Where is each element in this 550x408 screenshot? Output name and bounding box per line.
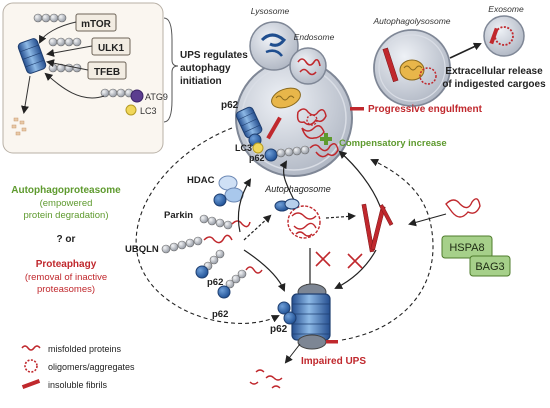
endosome xyxy=(289,47,327,85)
insoluble-fibrils xyxy=(361,203,394,253)
legend-misfolded-swatch xyxy=(21,345,41,351)
legend-oligomer-label: oligomers/aggregates xyxy=(48,362,135,372)
proteasome-p62-spheres xyxy=(277,301,297,325)
release-arrow xyxy=(449,42,482,59)
legend-oligomer-swatch xyxy=(24,359,38,373)
proteaphagy-desc-2: proteasomes) xyxy=(37,284,95,295)
lc3-sphere-inset xyxy=(125,104,137,116)
engulfment-minus-icon xyxy=(350,107,364,111)
mtor-box: mTOR xyxy=(75,13,117,32)
lysosome-label: Lysosome xyxy=(251,6,290,16)
peptide-fragments xyxy=(11,117,27,136)
atg9-sphere xyxy=(130,89,144,103)
parkin-substrate xyxy=(231,220,251,228)
autophagosome-cargo xyxy=(266,87,327,140)
misfolded-cargo xyxy=(309,143,339,158)
autophagoproteasome-desc-1: (empowered xyxy=(40,198,93,209)
proteaphagy-desc-1: (removal of inactive xyxy=(25,272,107,283)
engulfment-label: Progressive engulfment xyxy=(368,104,483,115)
ubqln-ubiquitin-chain xyxy=(161,236,203,254)
dashed-cycle-arrows xyxy=(135,127,434,341)
extracellular-release-caption: Extracellular release of indigested carg… xyxy=(442,66,546,90)
compensatory-plus-icon xyxy=(320,133,332,145)
degradation-arrow xyxy=(284,343,301,364)
chaperone-substrate xyxy=(445,198,481,218)
hspa8-label: HSPA8 xyxy=(449,242,484,254)
inset-arrows xyxy=(21,21,105,114)
p62-label-left: p62 xyxy=(207,277,223,288)
ulk1-box: ULK1 xyxy=(91,37,131,56)
hdac-complex xyxy=(213,175,244,207)
ubiquitin-chain xyxy=(33,13,134,98)
hspa8-box: HSPA8 xyxy=(441,235,493,259)
central-p62-pair xyxy=(274,198,300,212)
central-arrows xyxy=(237,150,381,292)
legend-fibril-swatch xyxy=(21,379,41,389)
p62-lower-substrate xyxy=(245,266,263,274)
chaperone-arrow xyxy=(408,213,447,227)
lc3-inset-label: LC3 xyxy=(140,106,157,116)
oligomer-aggregate xyxy=(287,205,321,239)
inset-bracket xyxy=(163,17,179,123)
legend-misfolded-label: misfolded proteins xyxy=(48,344,122,354)
lc3-sphere xyxy=(252,142,264,154)
atg9-label: ATG9 xyxy=(145,92,168,102)
question-or-label: ? or xyxy=(57,234,76,245)
autophagolysosome-label: Autophagolysosome xyxy=(372,16,450,26)
ubqln-label: UBQLN xyxy=(125,244,159,255)
p62-label-bottom: p62 xyxy=(270,324,288,335)
p62-label-mid: p62 xyxy=(249,153,265,163)
parkin-label: Parkin xyxy=(164,210,193,221)
ups-regulation-inset: mTOR ULK1 TFEB ATG9 LC3 xyxy=(2,2,168,154)
legend-fibril-label: insoluble fibrils xyxy=(48,380,108,390)
endosome-label: Endosome xyxy=(294,32,335,42)
hdac-label: HDAC xyxy=(187,175,215,186)
impaired-ups-label: Impaired UPS xyxy=(301,356,366,367)
exosome xyxy=(483,15,525,57)
released-fragments xyxy=(249,369,283,389)
ups-caption-line3: initiation xyxy=(180,76,222,87)
mtor-label: mTOR xyxy=(81,19,112,30)
parkin-ubiquitin-chain xyxy=(199,214,233,230)
inset-proteasome xyxy=(17,38,47,74)
extracellular-line1: Extracellular release xyxy=(445,66,543,77)
p62-ubiquitin-chain-left xyxy=(203,249,225,271)
legend: misfolded proteins oligomers/aggregates … xyxy=(21,344,135,390)
lc3-label: LC3 xyxy=(235,143,252,153)
bag3-label: BAG3 xyxy=(475,261,504,273)
extracellular-line2: of indigested cargoes xyxy=(442,79,546,90)
exosome-label: Exosome xyxy=(488,4,524,14)
p62-sphere-left xyxy=(195,265,209,279)
impaired-proteasome xyxy=(291,283,331,350)
ubiquitin-chain-mid xyxy=(276,145,310,158)
p62-ubiquitin-chain-lower xyxy=(225,269,247,289)
p62-label-lower: p62 xyxy=(212,309,228,320)
compensatory-label: Compensatory increase xyxy=(339,138,447,149)
ubqln-substrate xyxy=(203,234,233,244)
proteaphagy-label: Proteaphagy xyxy=(36,259,97,270)
bag3-box: BAG3 xyxy=(469,255,511,277)
autophagoproteasome-label: Autophagoproteasome xyxy=(11,185,121,196)
autophagoproteasome-desc-2: protein degradation) xyxy=(23,210,108,221)
ups-caption-line1: UPS regulates xyxy=(180,50,248,61)
autophagosome-label: Autophagosome xyxy=(264,184,331,194)
ulk1-label: ULK1 xyxy=(98,43,125,54)
impaired-ups-minus-icon xyxy=(326,340,338,344)
tfeb-label: TFEB xyxy=(94,67,120,78)
autophagolysosome xyxy=(373,29,451,107)
p62-sphere-lower xyxy=(217,285,231,299)
left-annotations: Autophagoproteasome (empowered protein d… xyxy=(11,185,121,295)
blocked-x-marks xyxy=(315,251,363,269)
tfeb-box: TFEB xyxy=(87,61,127,80)
ups-caption-line2: autophagy xyxy=(180,63,231,74)
ups-caption: UPS regulates autophagy initiation xyxy=(180,50,248,87)
lysosome xyxy=(249,21,299,71)
p62-label-top: p62 xyxy=(221,100,239,111)
p62-sphere-mid xyxy=(264,148,278,162)
